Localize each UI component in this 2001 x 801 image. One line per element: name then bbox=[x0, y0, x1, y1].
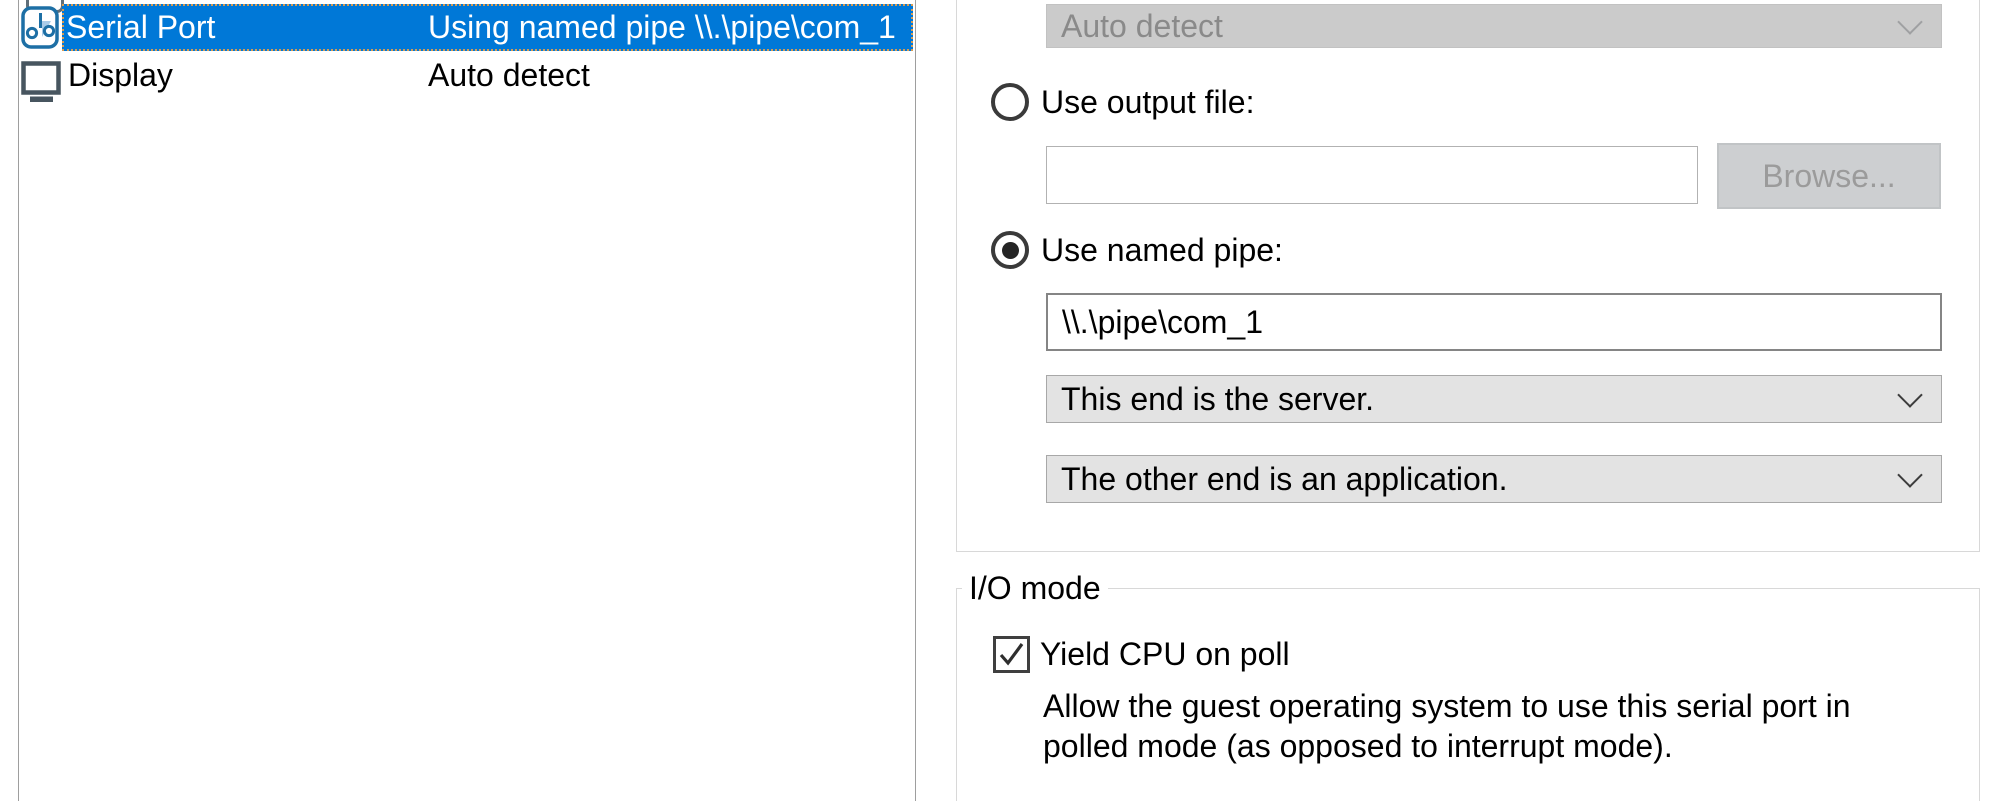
pipe-end-dropdown[interactable]: This end is the server. bbox=[1046, 375, 1942, 423]
device-summary-serial-port[interactable]: Using named pipe \\.\pipe\com_1 bbox=[428, 9, 896, 45]
use-named-pipe-label[interactable]: Use named pipe: bbox=[1041, 231, 1283, 268]
use-named-pipe-radio[interactable] bbox=[991, 231, 1029, 269]
yield-cpu-label[interactable]: Yield CPU on poll bbox=[1040, 635, 1290, 672]
connection-group-box bbox=[956, 0, 1980, 552]
io-mode-group-title: I/O mode bbox=[962, 570, 1108, 607]
use-output-file-radio[interactable] bbox=[991, 83, 1029, 121]
device-list-right-border bbox=[915, 0, 916, 801]
checkmark-icon bbox=[999, 643, 1024, 666]
yield-cpu-description: Allow the guest operating system to use … bbox=[1043, 686, 1851, 766]
serial-port-icon bbox=[21, 6, 59, 49]
io-mode-group-box bbox=[956, 588, 1980, 801]
pipe-other-end-dropdown[interactable]: The other end is an application. bbox=[1046, 455, 1942, 503]
device-label-serial-port[interactable]: Serial Port bbox=[66, 9, 216, 45]
chevron-down-icon bbox=[1897, 382, 1923, 408]
yield-cpu-checkbox[interactable] bbox=[993, 636, 1030, 673]
device-list-left-border bbox=[18, 0, 19, 801]
physical-port-dropdown-value: Auto detect bbox=[1061, 7, 1223, 44]
named-pipe-input[interactable] bbox=[1046, 293, 1942, 351]
chevron-down-icon bbox=[1897, 9, 1923, 35]
yield-cpu-description-line1: Allow the guest operating system to use … bbox=[1043, 688, 1851, 724]
chevron-down-icon bbox=[1897, 462, 1923, 488]
physical-port-dropdown[interactable]: Auto detect bbox=[1046, 4, 1942, 48]
pipe-end-dropdown-value: This end is the server. bbox=[1061, 380, 1375, 417]
browse-button[interactable]: Browse... bbox=[1717, 143, 1941, 209]
output-file-input[interactable] bbox=[1046, 146, 1698, 204]
pipe-other-end-dropdown-value: The other end is an application. bbox=[1061, 460, 1508, 497]
use-output-file-label[interactable]: Use output file: bbox=[1041, 83, 1255, 120]
yield-cpu-description-line2: polled mode (as opposed to interrupt mod… bbox=[1043, 728, 1673, 764]
device-row-serial-port[interactable] bbox=[62, 4, 913, 51]
device-summary-display[interactable]: Auto detect bbox=[428, 57, 590, 93]
display-icon bbox=[21, 61, 61, 102]
device-label-display[interactable]: Display bbox=[68, 57, 173, 93]
browse-button-label: Browse... bbox=[1762, 157, 1896, 194]
